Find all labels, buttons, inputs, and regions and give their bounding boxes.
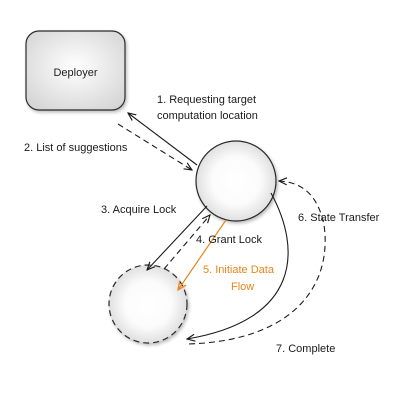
deployer-node: Deployer: [25, 30, 126, 111]
edge-7-complete: [188, 181, 326, 345]
edge-1-request: [128, 113, 198, 166]
edge-2-suggestions: [117, 123, 192, 170]
edge-5-label-line2: Flow: [231, 281, 254, 293]
source-node: [108, 264, 188, 344]
edge-3-label: 3. Acquire Lock: [101, 204, 177, 216]
deployer-label: Deployer: [53, 67, 97, 79]
edge-1-label-line2: computation location: [157, 110, 258, 122]
target-node: [195, 140, 277, 222]
edge-2-label: 2. List of suggestions: [24, 142, 128, 154]
edge-5-label: 5. Initiate Data Flow: [203, 264, 277, 293]
edge-5-initiate-data-flow: [178, 219, 227, 290]
edge-4-grant-lock: [163, 215, 210, 270]
edge-6-state-transfer: [187, 192, 289, 339]
edge-7-label: 7. Complete: [276, 343, 335, 355]
edge-4-label: 4. Grant Lock: [196, 234, 263, 246]
edge-1-label-line1: 1. Requesting target: [157, 94, 256, 106]
edge-3-acquire-lock: [147, 205, 208, 270]
edge-6-label: 6. State Transfer: [298, 212, 380, 224]
edge-1-label: 1. Requesting target computation locatio…: [157, 94, 259, 122]
edge-5-label-line1: 5. Initiate Data: [203, 264, 275, 276]
